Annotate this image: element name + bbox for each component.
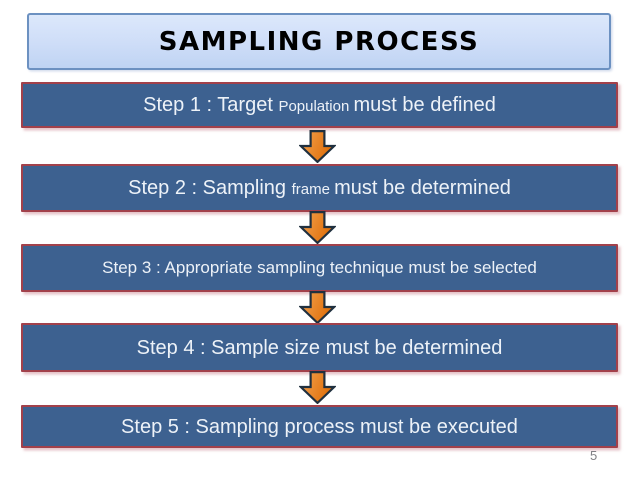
- down-arrow-icon: [299, 211, 336, 244]
- step-1-text: Step 1 : Target Population must be defin…: [143, 95, 496, 115]
- slide-title: SAMPLING PROCESS: [158, 26, 480, 57]
- title-box: SAMPLING PROCESS: [27, 13, 611, 70]
- step-box-1: Step 1 : Target Population must be defin…: [21, 82, 618, 128]
- step-2-text-small: frame: [291, 181, 335, 198]
- step-1-text-end: must be defined: [353, 94, 496, 116]
- step-1-text-small: Population: [278, 98, 354, 115]
- step-box-3: Step 3 : Appropriate sampling technique …: [21, 244, 618, 292]
- down-arrow-icon: [299, 130, 336, 163]
- step-3-text-main: Step 3 : Appropriate sampling technique …: [102, 258, 537, 277]
- step-box-2: Step 2 : Sampling frame must be determin…: [21, 164, 618, 212]
- step-box-4: Step 4 : Sample size must be determined: [21, 323, 618, 372]
- step-4-text: Step 4 : Sample size must be determined: [137, 338, 503, 358]
- step-2-text-end: must be determined: [334, 177, 511, 199]
- step-5-text-main: Step 5 : Sampling process must be execut…: [121, 415, 518, 438]
- page-number: 5: [590, 448, 598, 463]
- step-3-text: Step 3 : Appropriate sampling technique …: [102, 259, 537, 277]
- step-2-text: Step 2 : Sampling frame must be determin…: [128, 178, 511, 198]
- step-1-text-main: Step 1 : Target: [143, 94, 279, 116]
- down-arrow-icon: [299, 291, 336, 324]
- step-4-text-main: Step 4 : Sample size must be determined: [136, 336, 503, 359]
- down-arrow-icon: [299, 371, 336, 404]
- step-5-text: Step 5 : Sampling process must be execut…: [121, 417, 518, 437]
- step-box-5: Step 5 : Sampling process must be execut…: [21, 405, 618, 448]
- step-2-text-main: Step 2 : Sampling: [128, 177, 292, 199]
